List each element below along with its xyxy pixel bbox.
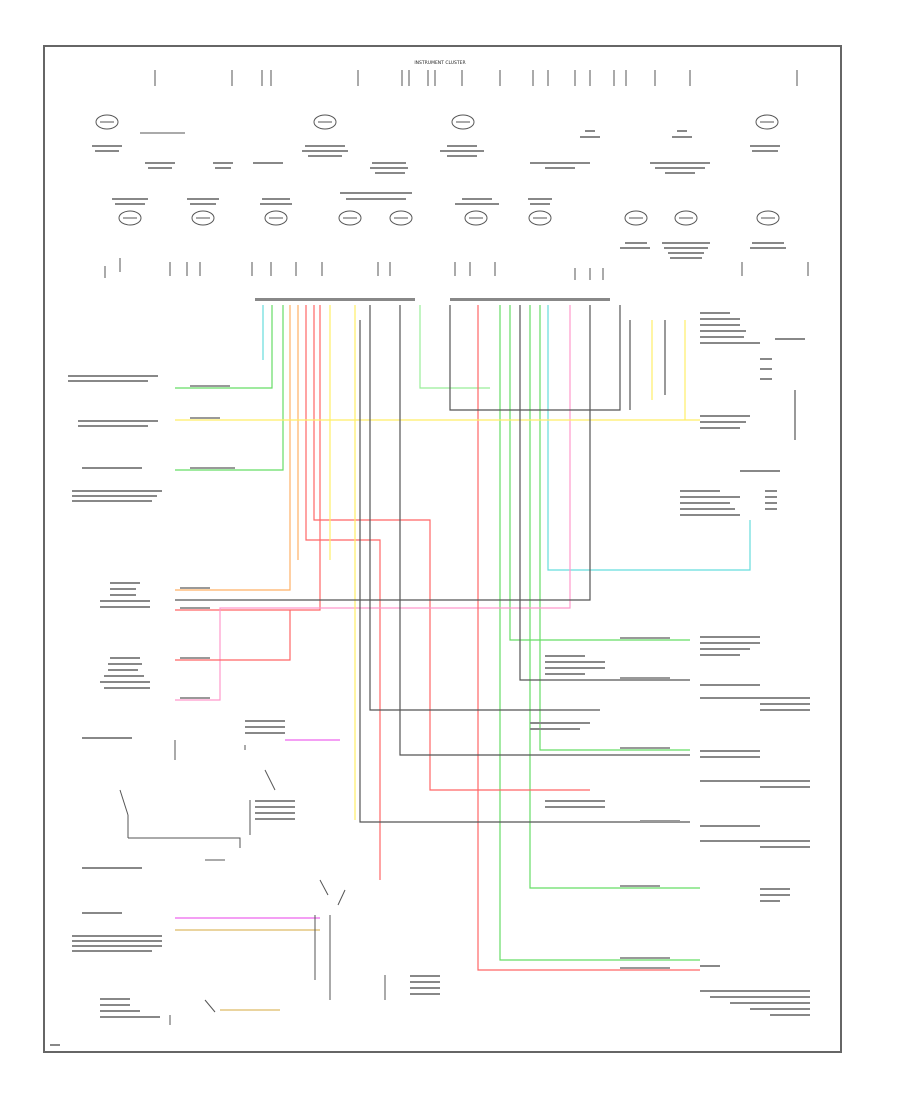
right-labels [245,312,810,1016]
page-mark [50,1044,60,1046]
left-labels [68,375,162,1018]
wire-labels [180,385,680,969]
lamp-row-1 [95,114,779,134]
top-connector-pins [154,70,798,86]
diagram-title: INSTRUMENT CLUSTER [414,60,465,66]
bottom-senders [169,879,386,1025]
lamp-row-2 [118,210,780,226]
lamp-labels-row-1 [92,130,780,174]
ignition-switch [119,740,276,861]
lamp-labels-row-2 [112,192,786,259]
bottom-connector-pins [104,258,809,280]
connector-strip [255,298,610,301]
diagram-border [43,45,842,1053]
harness-wires [175,305,796,1011]
